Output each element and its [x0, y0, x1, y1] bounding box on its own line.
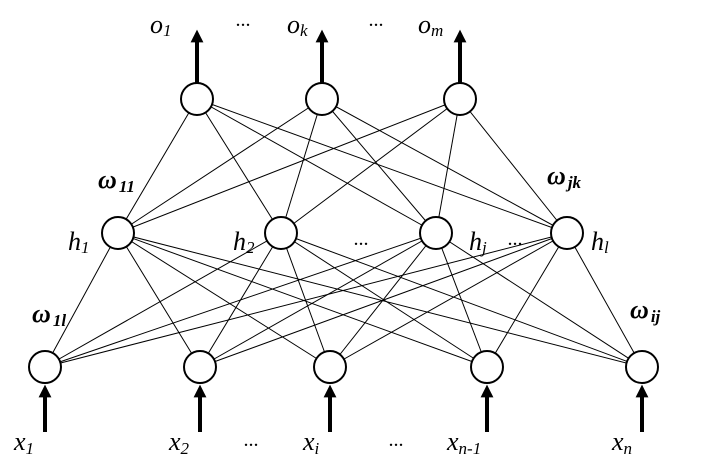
- output-node-2: [305, 82, 339, 116]
- output-label-k: ok: [287, 10, 308, 40]
- input-label-n-1: xn-1: [446, 427, 481, 458]
- input-node-3: [313, 350, 347, 384]
- edge-hidden-3-output-2: [321, 98, 437, 234]
- edge-input-5-hidden-4: [566, 232, 643, 368]
- hidden-ellipsis-right: ...: [508, 228, 523, 250]
- hidden-label-l: hl: [591, 227, 609, 257]
- output-label-m: om: [418, 10, 443, 40]
- neuron-nodes: [28, 82, 659, 384]
- edge-input-5-hidden-2: [280, 232, 643, 368]
- input-ellipsis-right: ...: [389, 429, 404, 451]
- hidden-label-1: h1: [68, 227, 90, 257]
- input-node-4: [470, 350, 504, 384]
- edge-input-2-hidden-1: [117, 232, 201, 368]
- edge-input-1-hidden-1: [44, 232, 119, 368]
- edge-input-3-hidden-1: [117, 232, 331, 368]
- edge-input-4-hidden-2: [280, 232, 488, 368]
- edge-input-2-hidden-2: [199, 232, 282, 368]
- edge-input-5-hidden-3: [435, 232, 643, 368]
- edge-input-3-hidden-4: [329, 232, 568, 368]
- edge-input-3-hidden-3: [329, 232, 437, 368]
- edge-input-1-hidden-2: [44, 232, 282, 368]
- edge-hidden-4-output-1: [196, 98, 568, 234]
- input-label-2: x2: [168, 427, 190, 458]
- edge-hidden-1-output-1: [117, 98, 198, 234]
- input-label-n: xn: [611, 427, 632, 458]
- hidden-node-4: [550, 216, 584, 250]
- input-node-2: [183, 350, 217, 384]
- edge-input-4-hidden-1: [117, 232, 488, 368]
- output-label-1: o1: [150, 10, 172, 40]
- hidden-node-3: [419, 216, 453, 250]
- hidden-node-2: [264, 216, 298, 250]
- edge-hidden-4-output-2: [321, 98, 568, 234]
- edge-input-4-hidden-4: [486, 232, 568, 368]
- edge-input-5-hidden-1: [117, 232, 643, 368]
- input-label-i: xi: [302, 427, 320, 458]
- edge-hidden-2-output-2: [280, 98, 323, 234]
- edge-hidden-4-output-3: [459, 98, 568, 234]
- input-label-1: x1: [13, 427, 34, 458]
- hidden-label-j: hj: [469, 227, 487, 257]
- hidden-label-2: h2: [233, 227, 255, 257]
- output-node-1: [180, 82, 214, 116]
- edge-hidden-3-output-1: [196, 98, 437, 234]
- edge-hidden-2-output-1: [196, 98, 282, 234]
- output-ellipsis-left: ...: [236, 9, 251, 31]
- input-ellipsis-left: ...: [244, 429, 259, 451]
- input-node-5: [625, 350, 659, 384]
- edge-hidden-2-output-3: [280, 98, 461, 234]
- output-node-3: [443, 82, 477, 116]
- edge-hidden-3-output-3: [435, 98, 461, 234]
- output-ellipsis-right: ...: [369, 9, 384, 31]
- connection-lines: [44, 98, 643, 368]
- edge-hidden-1-output-2: [117, 98, 323, 234]
- hidden-node-1: [101, 216, 135, 250]
- hidden-ellipsis-left: ...: [354, 228, 369, 250]
- edge-input-3-hidden-2: [280, 232, 331, 368]
- signal-arrows: [38, 29, 649, 432]
- edge-hidden-1-output-3: [117, 98, 461, 234]
- edge-input-2-hidden-3: [199, 232, 437, 368]
- input-node-1: [28, 350, 62, 384]
